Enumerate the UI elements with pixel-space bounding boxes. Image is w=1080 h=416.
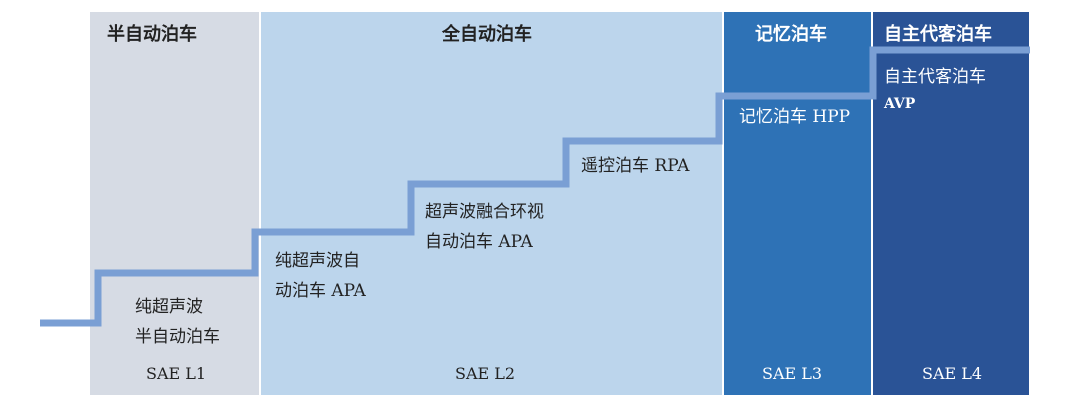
step-l2-fusion-line2: 自动泊车 APA bbox=[425, 232, 533, 252]
level-l3: SAE L3 bbox=[762, 364, 823, 383]
header-avp: 自主代客泊车 bbox=[884, 24, 992, 45]
level-l4: SAE L4 bbox=[922, 364, 983, 383]
level-l1: SAE L1 bbox=[146, 364, 207, 383]
step-l2-ultrasonic: 纯超声波自 动泊车 APA bbox=[275, 246, 366, 306]
header-memory: 记忆泊车 bbox=[755, 24, 827, 45]
step-l1-line2: 半自动泊车 bbox=[135, 327, 220, 347]
step-l4-avp-line2: AVP bbox=[884, 96, 916, 112]
step-l4-avp-line1: 自主代客泊车 bbox=[884, 67, 986, 87]
step-l4-avp: 自主代客泊车 AVP bbox=[884, 62, 986, 116]
level-l2: SAE L2 bbox=[455, 364, 516, 383]
step-l3-memory: 记忆泊车 HPP bbox=[739, 107, 851, 127]
column-full-auto bbox=[261, 12, 722, 395]
header-semi-auto: 半自动泊车 bbox=[107, 24, 197, 45]
step-l2-ultrasonic-line1: 纯超声波自 bbox=[275, 251, 360, 271]
step-l2-fusion: 超声波融合环视 自动泊车 APA bbox=[425, 197, 544, 257]
step-l2-remote: 遥控泊车 RPA bbox=[581, 156, 690, 176]
step-l1-ultrasonic: 纯超声波 半自动泊车 bbox=[135, 292, 220, 352]
column-semi-auto bbox=[90, 12, 259, 395]
step-l1-line1: 纯超声波 bbox=[135, 297, 203, 317]
step-l2-fusion-line1: 超声波融合环视 bbox=[425, 202, 544, 222]
header-full-auto: 全自动泊车 bbox=[442, 24, 532, 45]
column-memory bbox=[724, 12, 871, 395]
step-l2-ultrasonic-line2: 动泊车 APA bbox=[275, 281, 366, 301]
column-avp bbox=[873, 12, 1029, 395]
